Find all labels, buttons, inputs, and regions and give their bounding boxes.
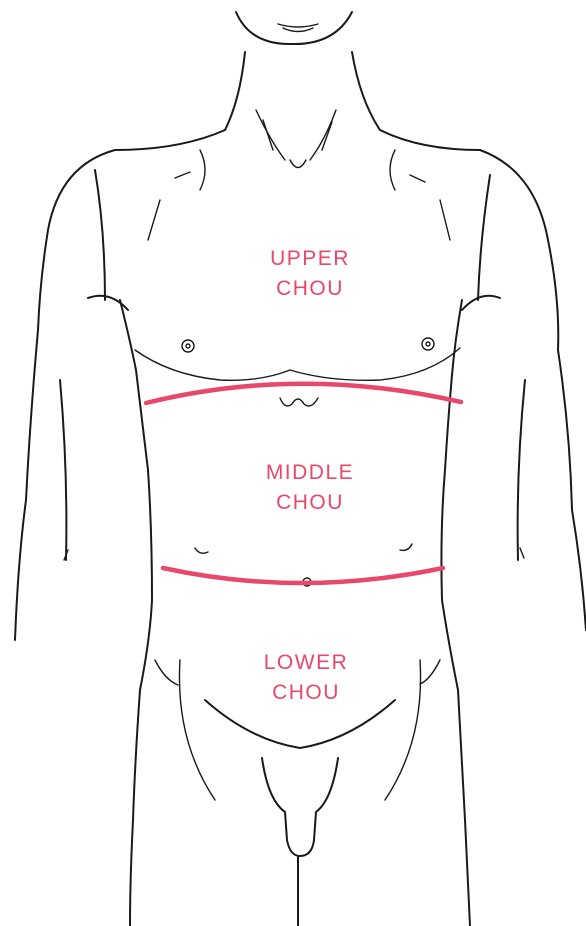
upper-chou-label: UPPER CHOU	[200, 244, 420, 304]
upper-chou-line2: CHOU	[200, 274, 420, 304]
neck	[115, 52, 480, 168]
middle-lower-boundary	[163, 568, 443, 583]
middle-chou-line1: MIDDLE	[200, 458, 420, 488]
upper-chou-line1: UPPER	[200, 244, 420, 274]
nipple-left	[182, 340, 194, 352]
upper-middle-boundary	[146, 384, 461, 403]
middle-chou-label: MIDDLE CHOU	[200, 458, 420, 518]
middle-chou-line2: CHOU	[200, 488, 420, 518]
lower-chou-line2: CHOU	[196, 678, 416, 708]
lower-chou-label: LOWER CHOU	[196, 648, 416, 708]
lower-chou-line1: LOWER	[196, 648, 416, 678]
face-fragment	[236, 12, 352, 44]
nipple-right	[422, 338, 434, 350]
